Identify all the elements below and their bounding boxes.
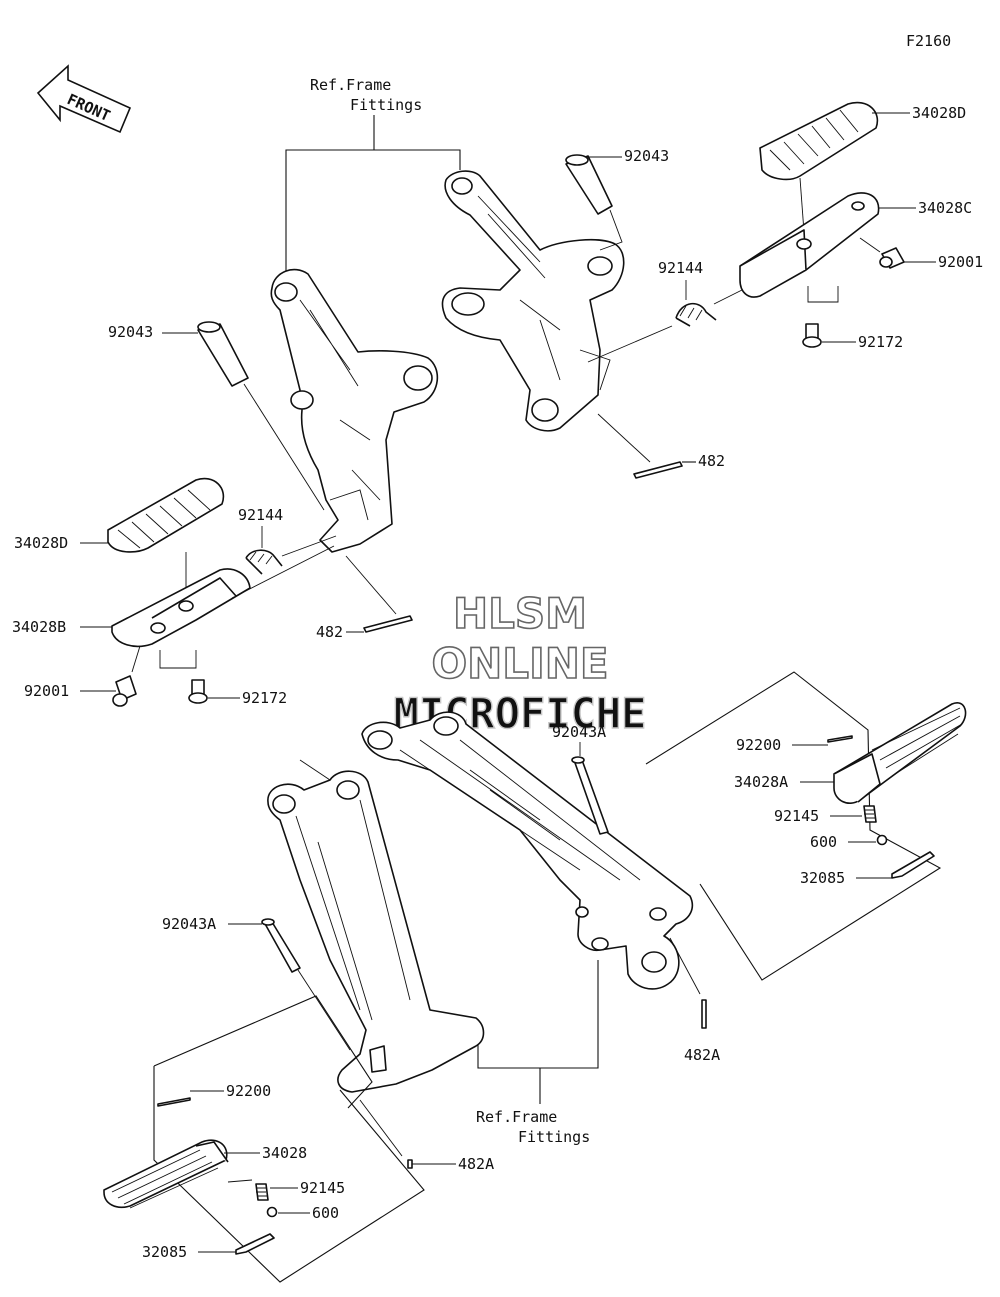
figure-code: F2160: [906, 32, 951, 50]
cotter-482-right: 482: [597, 413, 725, 479]
label-92043-right: 92043: [624, 147, 669, 165]
label-92145-left: 92145: [300, 1179, 345, 1197]
bolt-92001-left: 92001: [24, 645, 141, 707]
label-34028B: 34028B: [12, 618, 66, 636]
label-482-right: 482: [698, 452, 725, 470]
pin-92043A-left: 92043A: [162, 915, 351, 1051]
footpeg-rubber-34028D-left: 34028D: [14, 477, 225, 596]
footpeg-rubber-34028D-right: 34028D: [759, 101, 966, 233]
ref-frame-top-line-2: Fittings: [350, 96, 422, 114]
label-600-left: 600: [312, 1204, 339, 1222]
ref-frame-bottom-line-1: Ref.Frame: [476, 1108, 557, 1126]
watermark-line-1: HLSM: [453, 589, 587, 638]
label-34028D-right: 34028D: [912, 104, 966, 122]
spring-92144-right: 92144: [587, 259, 743, 363]
footpeg-34028C: 34028C: [739, 192, 972, 298]
ref-frame-top-line-1: Ref.Frame: [310, 76, 391, 94]
spring-92144-left: 92144: [238, 506, 337, 575]
rear-right-footpeg-group: 92200 34028A 92145 600 32085: [645, 671, 967, 981]
label-32085-right: 32085: [800, 869, 845, 887]
cotter-482A-right: 482A: [669, 937, 720, 1064]
watermark: HLSM ONLINE MICROFICHE: [393, 588, 647, 739]
cotter-482-left: 482: [316, 555, 413, 641]
label-92200-right: 92200: [736, 736, 781, 754]
ref-frame-top: Ref.Frame Fittings: [285, 76, 461, 290]
label-482-left: 482: [316, 623, 343, 641]
label-34028D-left: 34028D: [14, 534, 68, 552]
label-92144-right: 92144: [658, 259, 703, 277]
label-92172-left: 92172: [242, 689, 287, 707]
screw-92172-right: 92172: [802, 286, 903, 351]
screw-92172-left: 92172: [159, 650, 287, 707]
pin-92043-right: 92043: [565, 147, 669, 251]
front-arrow-icon: FRONT: [36, 64, 132, 134]
label-482A-left: 482A: [458, 1155, 494, 1173]
label-34028: 34028: [262, 1144, 307, 1162]
label-32085-left: 32085: [142, 1243, 187, 1261]
front-right-bracket: [441, 170, 625, 432]
rear-right-bracket: [361, 711, 694, 990]
pin-92043-left: 92043: [108, 321, 325, 511]
label-92001-right: 92001: [938, 253, 983, 271]
label-34028C: 34028C: [918, 199, 972, 217]
watermark-line-2: ONLINE: [431, 639, 608, 688]
pin-92043A-right: 92043A: [552, 723, 609, 835]
rear-left-bracket: [267, 759, 485, 1093]
label-482A-right: 482A: [684, 1046, 720, 1064]
label-92043A-right: 92043A: [552, 723, 606, 741]
label-92001-left: 92001: [24, 682, 69, 700]
label-92145-right: 92145: [774, 807, 819, 825]
ref-frame-bottom: Ref.Frame Fittings: [476, 960, 599, 1146]
front-left-bracket: [270, 268, 439, 553]
ref-frame-bottom-line-2: Fittings: [518, 1128, 590, 1146]
label-92043-left: 92043: [108, 323, 153, 341]
footpeg-34028B: 34028B: [12, 545, 335, 648]
cotter-482A-left: 482A: [359, 1099, 494, 1173]
label-600-right: 600: [810, 833, 837, 851]
label-92144-left: 92144: [238, 506, 283, 524]
bolt-92001-right: 92001: [859, 237, 983, 271]
rear-left-footpeg-group: 92200 34028 92145 600 32085: [103, 995, 425, 1283]
label-92200-left: 92200: [226, 1082, 271, 1100]
label-34028A: 34028A: [734, 773, 788, 791]
label-92172-right: 92172: [858, 333, 903, 351]
label-92043A-left: 92043A: [162, 915, 216, 933]
